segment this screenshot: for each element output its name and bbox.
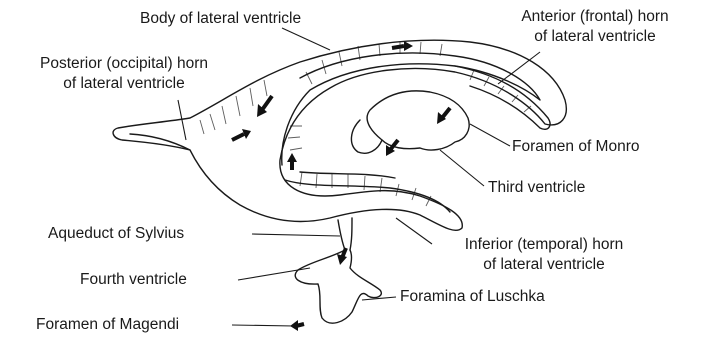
label-anterior-line2: of lateral ventricle	[478, 27, 712, 47]
label-magendi-text: Foramen of Magendi	[36, 315, 179, 335]
label-posterior-horn: Posterior (occipital) horn of lateral ve…	[4, 54, 244, 94]
arrow-body	[392, 46, 404, 48]
arrow-monro	[442, 108, 450, 118]
label-luschka-text: Foramina of Luschka	[400, 287, 545, 307]
arrow-body-left	[262, 96, 272, 110]
label-aqueduct-of-sylvius: Aqueduct of Sylvius	[48, 224, 184, 244]
label-inferior-line1: Inferior (temporal) horn	[424, 235, 664, 255]
fourth-ventricle	[295, 250, 381, 323]
third-ventricle	[367, 91, 469, 150]
label-foramina-of-luschka: Foramina of Luschka	[400, 287, 545, 307]
label-fourth-text: Fourth ventricle	[80, 270, 187, 290]
label-anterior-line1: Anterior (frontal) horn	[478, 7, 712, 27]
inferior-horn	[285, 180, 450, 212]
arrow-posterior	[232, 134, 244, 140]
label-posterior-line1: Posterior (occipital) horn	[4, 54, 244, 74]
label-third-text: Third ventricle	[488, 178, 585, 198]
label-aqueduct-text: Aqueduct of Sylvius	[48, 224, 184, 244]
label-inferior-horn: Inferior (temporal) horn of lateral vent…	[424, 235, 664, 275]
label-fourth-ventricle: Fourth ventricle	[80, 270, 187, 290]
label-foramen-of-magendi: Foramen of Magendi	[36, 315, 179, 335]
label-anterior-horn: Anterior (frontal) horn of lateral ventr…	[478, 7, 712, 47]
label-third-ventricle: Third ventricle	[488, 178, 585, 198]
label-body-of-lateral-ventricle: Body of lateral ventricle	[140, 9, 301, 29]
label-body-text: Body of lateral ventricle	[140, 9, 301, 29]
label-inferior-line2: of lateral ventricle	[424, 255, 664, 275]
label-monro-text: Foramen of Monro	[512, 137, 640, 157]
label-posterior-line2: of lateral ventricle	[4, 74, 244, 94]
aqueduct	[338, 218, 352, 250]
label-foramen-of-monro: Foramen of Monro	[512, 137, 640, 157]
